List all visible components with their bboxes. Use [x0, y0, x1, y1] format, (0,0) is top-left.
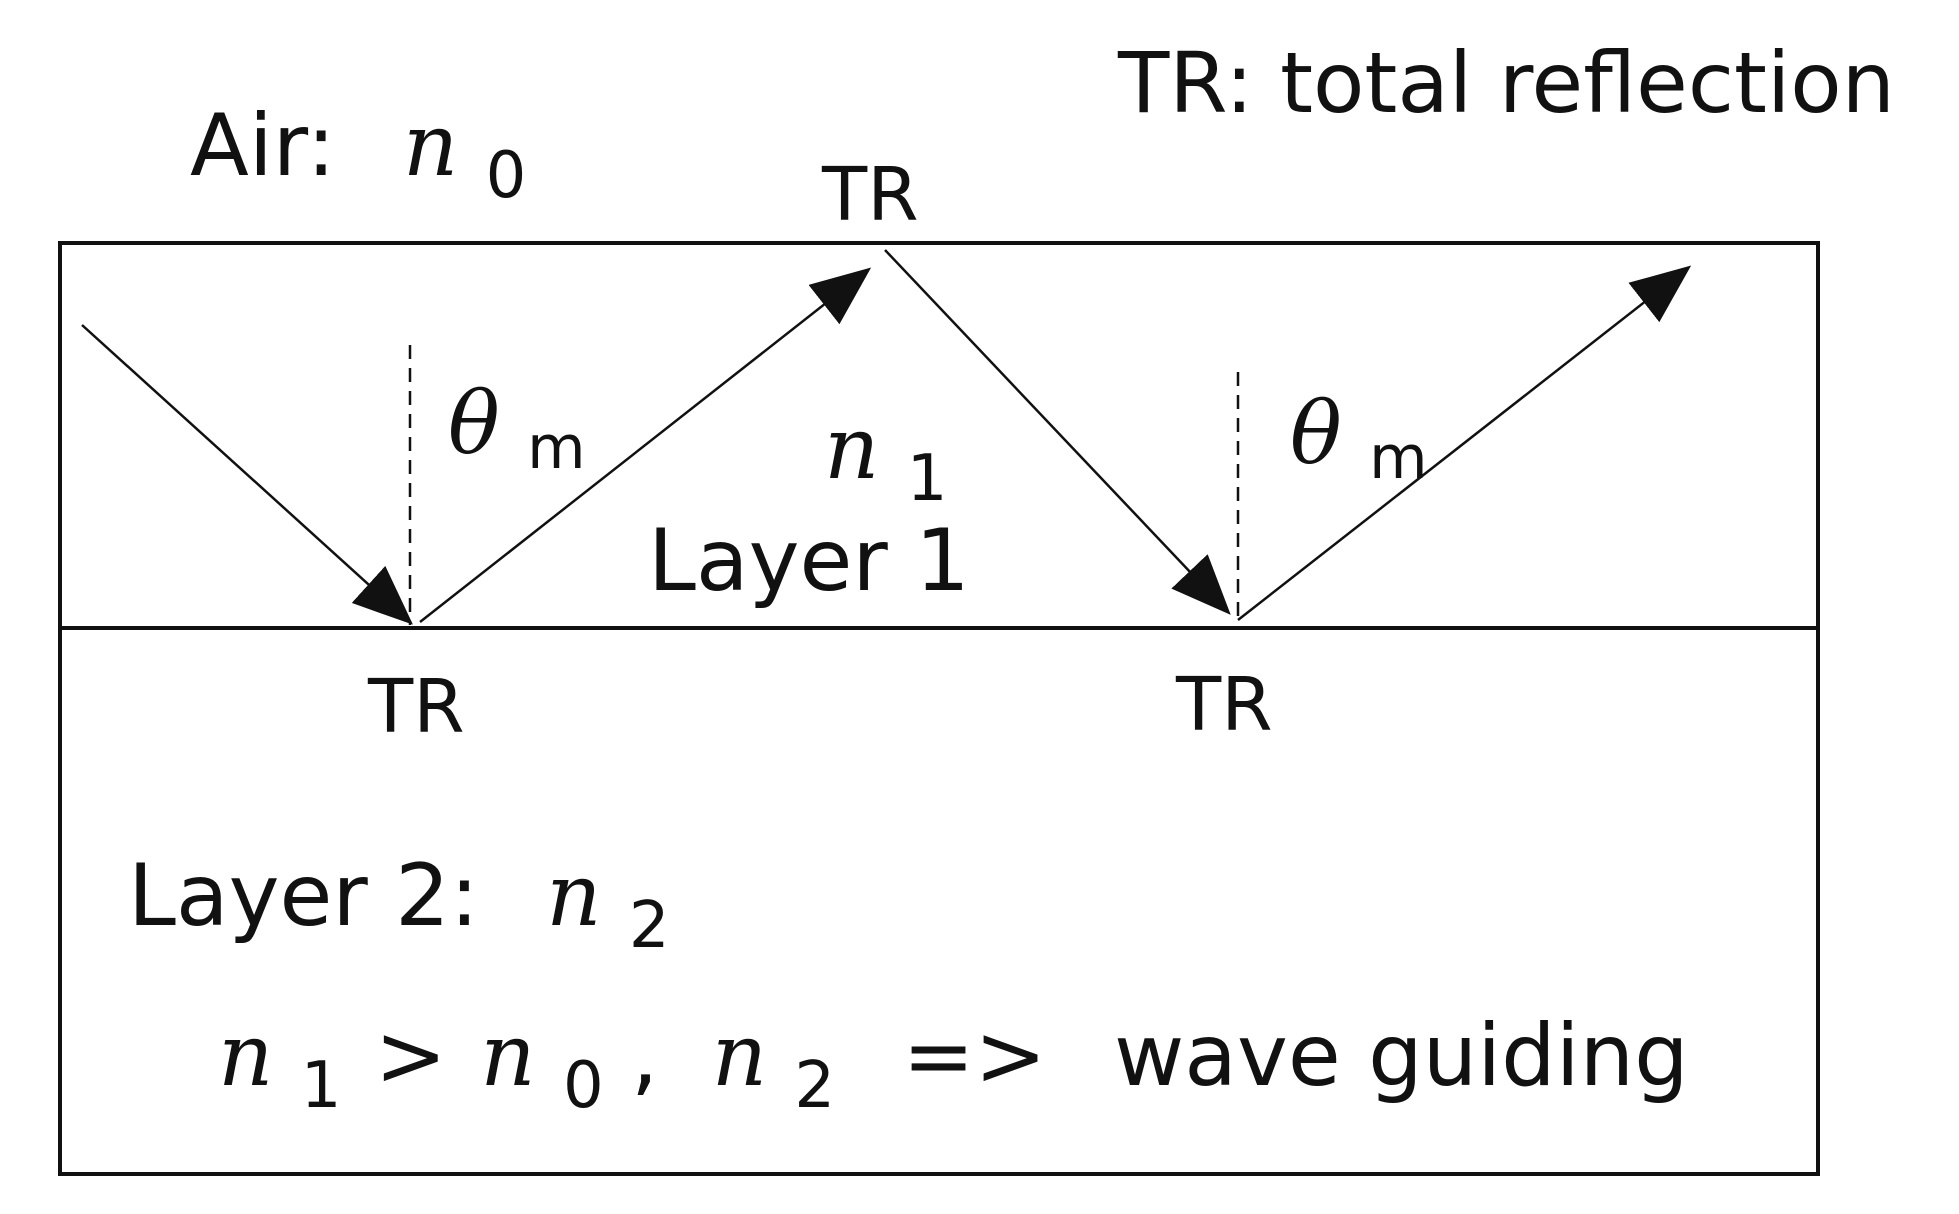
legend-text: TR: total reflection	[1117, 34, 1895, 132]
cond-n2-symbol: n	[712, 1006, 767, 1106]
ray-segment-3	[884, 249, 1231, 615]
cond-n0-symbol: n	[480, 1006, 535, 1106]
layer1-n-subscript: 1	[907, 442, 948, 516]
cond-n1-subscript: 1	[301, 1049, 342, 1123]
layer2-label: Layer 2: n 2	[128, 846, 670, 963]
tr-label-bottom-right: TR	[1175, 662, 1273, 748]
tr-label-bottom-left: TR	[367, 664, 465, 750]
ray-segment-1	[81, 324, 413, 625]
cond-n2-subscript: 2	[794, 1049, 835, 1123]
cond-n0-subscript: 0	[563, 1049, 604, 1123]
angle-label-right: θ m	[1290, 384, 1428, 493]
ray-segment-2	[419, 267, 872, 623]
air-label: Air: n 0	[190, 96, 526, 213]
layer1-n-symbol: n	[824, 399, 879, 499]
ray-segment-4	[1237, 265, 1692, 621]
cond-implies-arrow: =>	[902, 1006, 1046, 1106]
angle-label-left: θ m	[448, 374, 586, 483]
waveguide-condition: n 1 > n 0 , n 2 => wave guiding	[218, 1006, 1689, 1128]
layer2-n-symbol: n	[546, 846, 601, 946]
theta-symbol-right: θ	[1290, 384, 1342, 484]
cond-greater-than: >	[375, 1006, 447, 1106]
ray-path	[81, 249, 1692, 625]
air-n-symbol: n	[403, 96, 458, 196]
svg-text:Air: n 0: Air: n 0	[190, 96, 526, 213]
waveguide-outer-box	[58, 241, 1820, 1176]
theta-subscript-left: m	[527, 413, 585, 483]
air-n-subscript: 0	[486, 139, 527, 213]
layer1-label: Layer 1	[648, 511, 970, 611]
cond-result-text: wave guiding	[1114, 1006, 1689, 1106]
layer2-prefix: Layer 2:	[128, 846, 479, 946]
tr-label-top: TR	[821, 152, 919, 238]
cond-comma: ,	[631, 1006, 658, 1106]
theta-symbol-left: θ	[448, 374, 500, 474]
cond-n1-symbol: n	[218, 1006, 273, 1106]
layer1-index-label: n 1	[824, 399, 947, 516]
air-prefix: Air:	[190, 96, 336, 196]
theta-subscript-right: m	[1369, 423, 1427, 493]
layer2-n-subscript: 2	[629, 889, 670, 963]
